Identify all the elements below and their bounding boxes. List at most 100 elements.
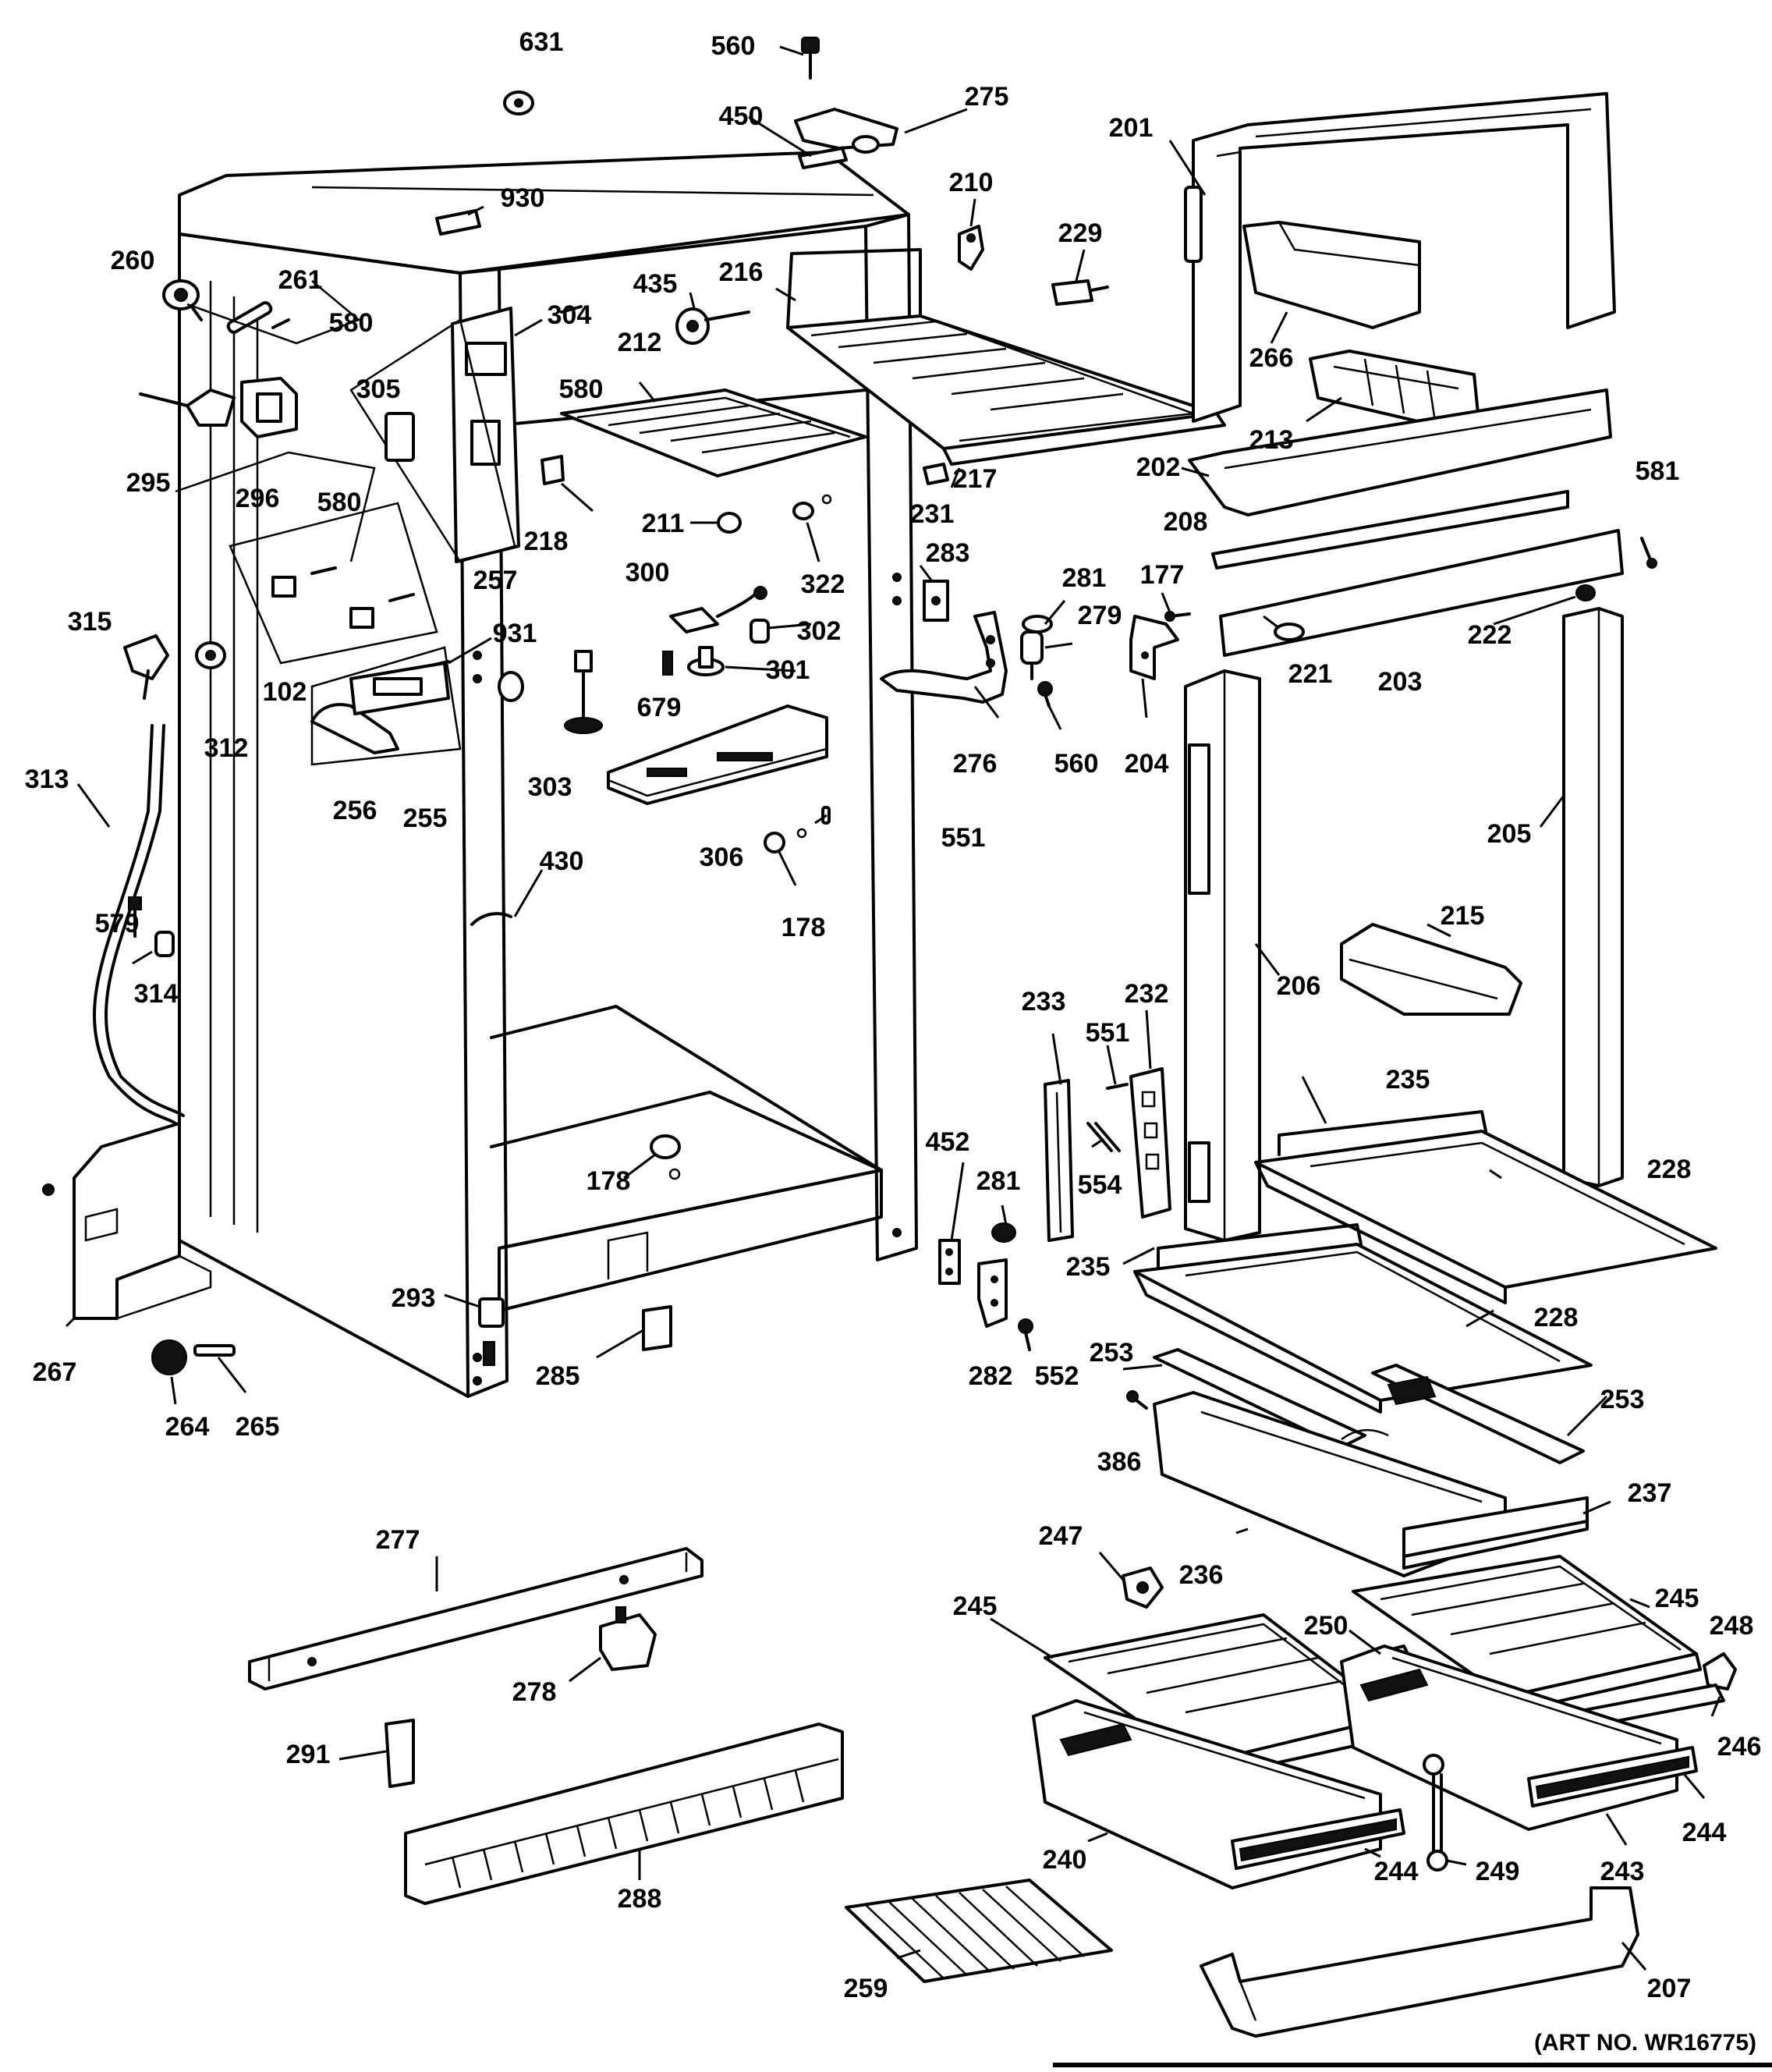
callout-235-b: 235 xyxy=(1066,1252,1111,1282)
callout-237: 237 xyxy=(1628,1478,1672,1508)
callout-248: 248 xyxy=(1710,1611,1754,1641)
callout-315: 315 xyxy=(68,607,112,637)
part-301 xyxy=(687,646,725,676)
callout-551-b: 551 xyxy=(1086,1018,1130,1048)
callout-276: 276 xyxy=(953,749,998,779)
part-313-tube xyxy=(93,724,177,1125)
part-452 xyxy=(938,1239,961,1285)
callout-233: 233 xyxy=(1022,987,1066,1016)
callout-249: 249 xyxy=(1476,1857,1520,1886)
part-205-door-strip xyxy=(1562,607,1624,1187)
callout-279: 279 xyxy=(1078,601,1122,630)
part-233-rail xyxy=(1044,1079,1074,1242)
callout-560-top: 560 xyxy=(711,31,756,61)
callout-302: 302 xyxy=(797,616,842,646)
part-235-shelf-top xyxy=(1254,1110,1717,1304)
callout-322: 322 xyxy=(801,569,845,599)
part-279 xyxy=(1020,630,1044,680)
part-296 xyxy=(240,377,298,438)
callout-631: 631 xyxy=(519,27,564,57)
part-202 xyxy=(1188,388,1612,516)
callout-245-b: 245 xyxy=(1655,1584,1699,1613)
part-275-hinge xyxy=(794,108,898,154)
callout-229: 229 xyxy=(1058,218,1103,248)
part-232-rail xyxy=(1129,1067,1171,1219)
part-245-right-cover xyxy=(1352,1555,1702,1714)
group-outline-261-580 xyxy=(186,280,361,345)
group-outline-255-256 xyxy=(310,646,462,766)
callout-253-a: 253 xyxy=(1090,1338,1134,1368)
callout-257: 257 xyxy=(473,566,518,595)
part-430 xyxy=(470,912,512,926)
art-number: (ART NO. WR16775) xyxy=(1533,2030,1756,2056)
part-631 xyxy=(503,90,534,115)
part-204-bracket xyxy=(1129,615,1179,680)
part-300-thermostat xyxy=(669,586,767,633)
callout-246: 246 xyxy=(1717,1732,1762,1762)
part-218 xyxy=(540,455,565,485)
callout-244-a: 244 xyxy=(1682,1818,1727,1847)
part-306-housing xyxy=(607,704,828,805)
callout-236: 236 xyxy=(1179,1560,1224,1590)
group-outline-296 xyxy=(175,451,376,562)
callout-235-a: 235 xyxy=(1386,1065,1430,1095)
part-259-grille xyxy=(845,1879,1113,1983)
part-386 xyxy=(1126,1390,1148,1410)
part-303 xyxy=(564,650,603,734)
part-313-tube-inner xyxy=(105,724,185,1117)
callout-551-a: 551 xyxy=(941,823,986,853)
callout-579: 579 xyxy=(95,909,140,938)
callout-178-a: 178 xyxy=(781,913,826,942)
callout-304: 304 xyxy=(548,300,592,330)
callout-231: 231 xyxy=(910,499,955,529)
part-261 xyxy=(226,301,273,334)
callout-102: 102 xyxy=(263,677,307,707)
part-322 xyxy=(792,494,832,520)
callout-228-b: 228 xyxy=(1534,1303,1579,1332)
part-178-bottom xyxy=(650,1134,681,1180)
callout-207: 207 xyxy=(1647,1974,1692,2003)
callout-256: 256 xyxy=(333,796,377,825)
part-208 xyxy=(1211,490,1569,569)
part-206-door-strip xyxy=(1184,669,1261,1242)
callout-300: 300 xyxy=(626,558,670,587)
part-236-meat-drawer xyxy=(1153,1391,1589,1577)
callout-244-b: 244 xyxy=(1374,1857,1419,1886)
callout-215: 215 xyxy=(1441,901,1485,931)
part-276-hinge xyxy=(880,611,1008,704)
part-215-butter-bin xyxy=(1340,923,1522,1016)
callout-210: 210 xyxy=(949,168,994,197)
callout-212: 212 xyxy=(618,328,662,357)
part-249-divider xyxy=(1423,1754,1448,1872)
part-315 xyxy=(123,634,169,700)
part-265 xyxy=(193,1344,236,1357)
part-314 xyxy=(154,931,175,957)
callout-267: 267 xyxy=(33,1357,77,1387)
part-581 xyxy=(1640,537,1657,569)
callout-177: 177 xyxy=(1140,560,1185,590)
callout-554: 554 xyxy=(1078,1170,1122,1200)
leader-lines xyxy=(65,45,1721,1971)
callout-303: 303 xyxy=(528,772,572,802)
callout-283: 283 xyxy=(926,538,970,568)
part-283 xyxy=(923,580,949,622)
part-235-shelf-bottom xyxy=(1133,1223,1593,1414)
part-281-bottom xyxy=(991,1222,1016,1243)
part-211 xyxy=(717,512,742,534)
callout-247: 247 xyxy=(1039,1521,1083,1551)
part-237 xyxy=(1402,1496,1589,1558)
callout-266: 266 xyxy=(1249,343,1294,373)
callout-222: 222 xyxy=(1468,620,1512,650)
callout-178-b: 178 xyxy=(587,1166,631,1196)
part-278 xyxy=(599,1606,657,1671)
part-178-top xyxy=(764,828,807,853)
part-240-crisper-left xyxy=(1032,1699,1405,1889)
part-293 xyxy=(478,1297,505,1328)
callout-581: 581 xyxy=(1636,456,1680,486)
part-450 xyxy=(798,147,848,169)
part-288-grille xyxy=(404,1723,844,1905)
part-253-slides xyxy=(1153,1348,1585,1464)
part-560-mid xyxy=(1037,681,1053,708)
part-679 xyxy=(662,651,673,676)
